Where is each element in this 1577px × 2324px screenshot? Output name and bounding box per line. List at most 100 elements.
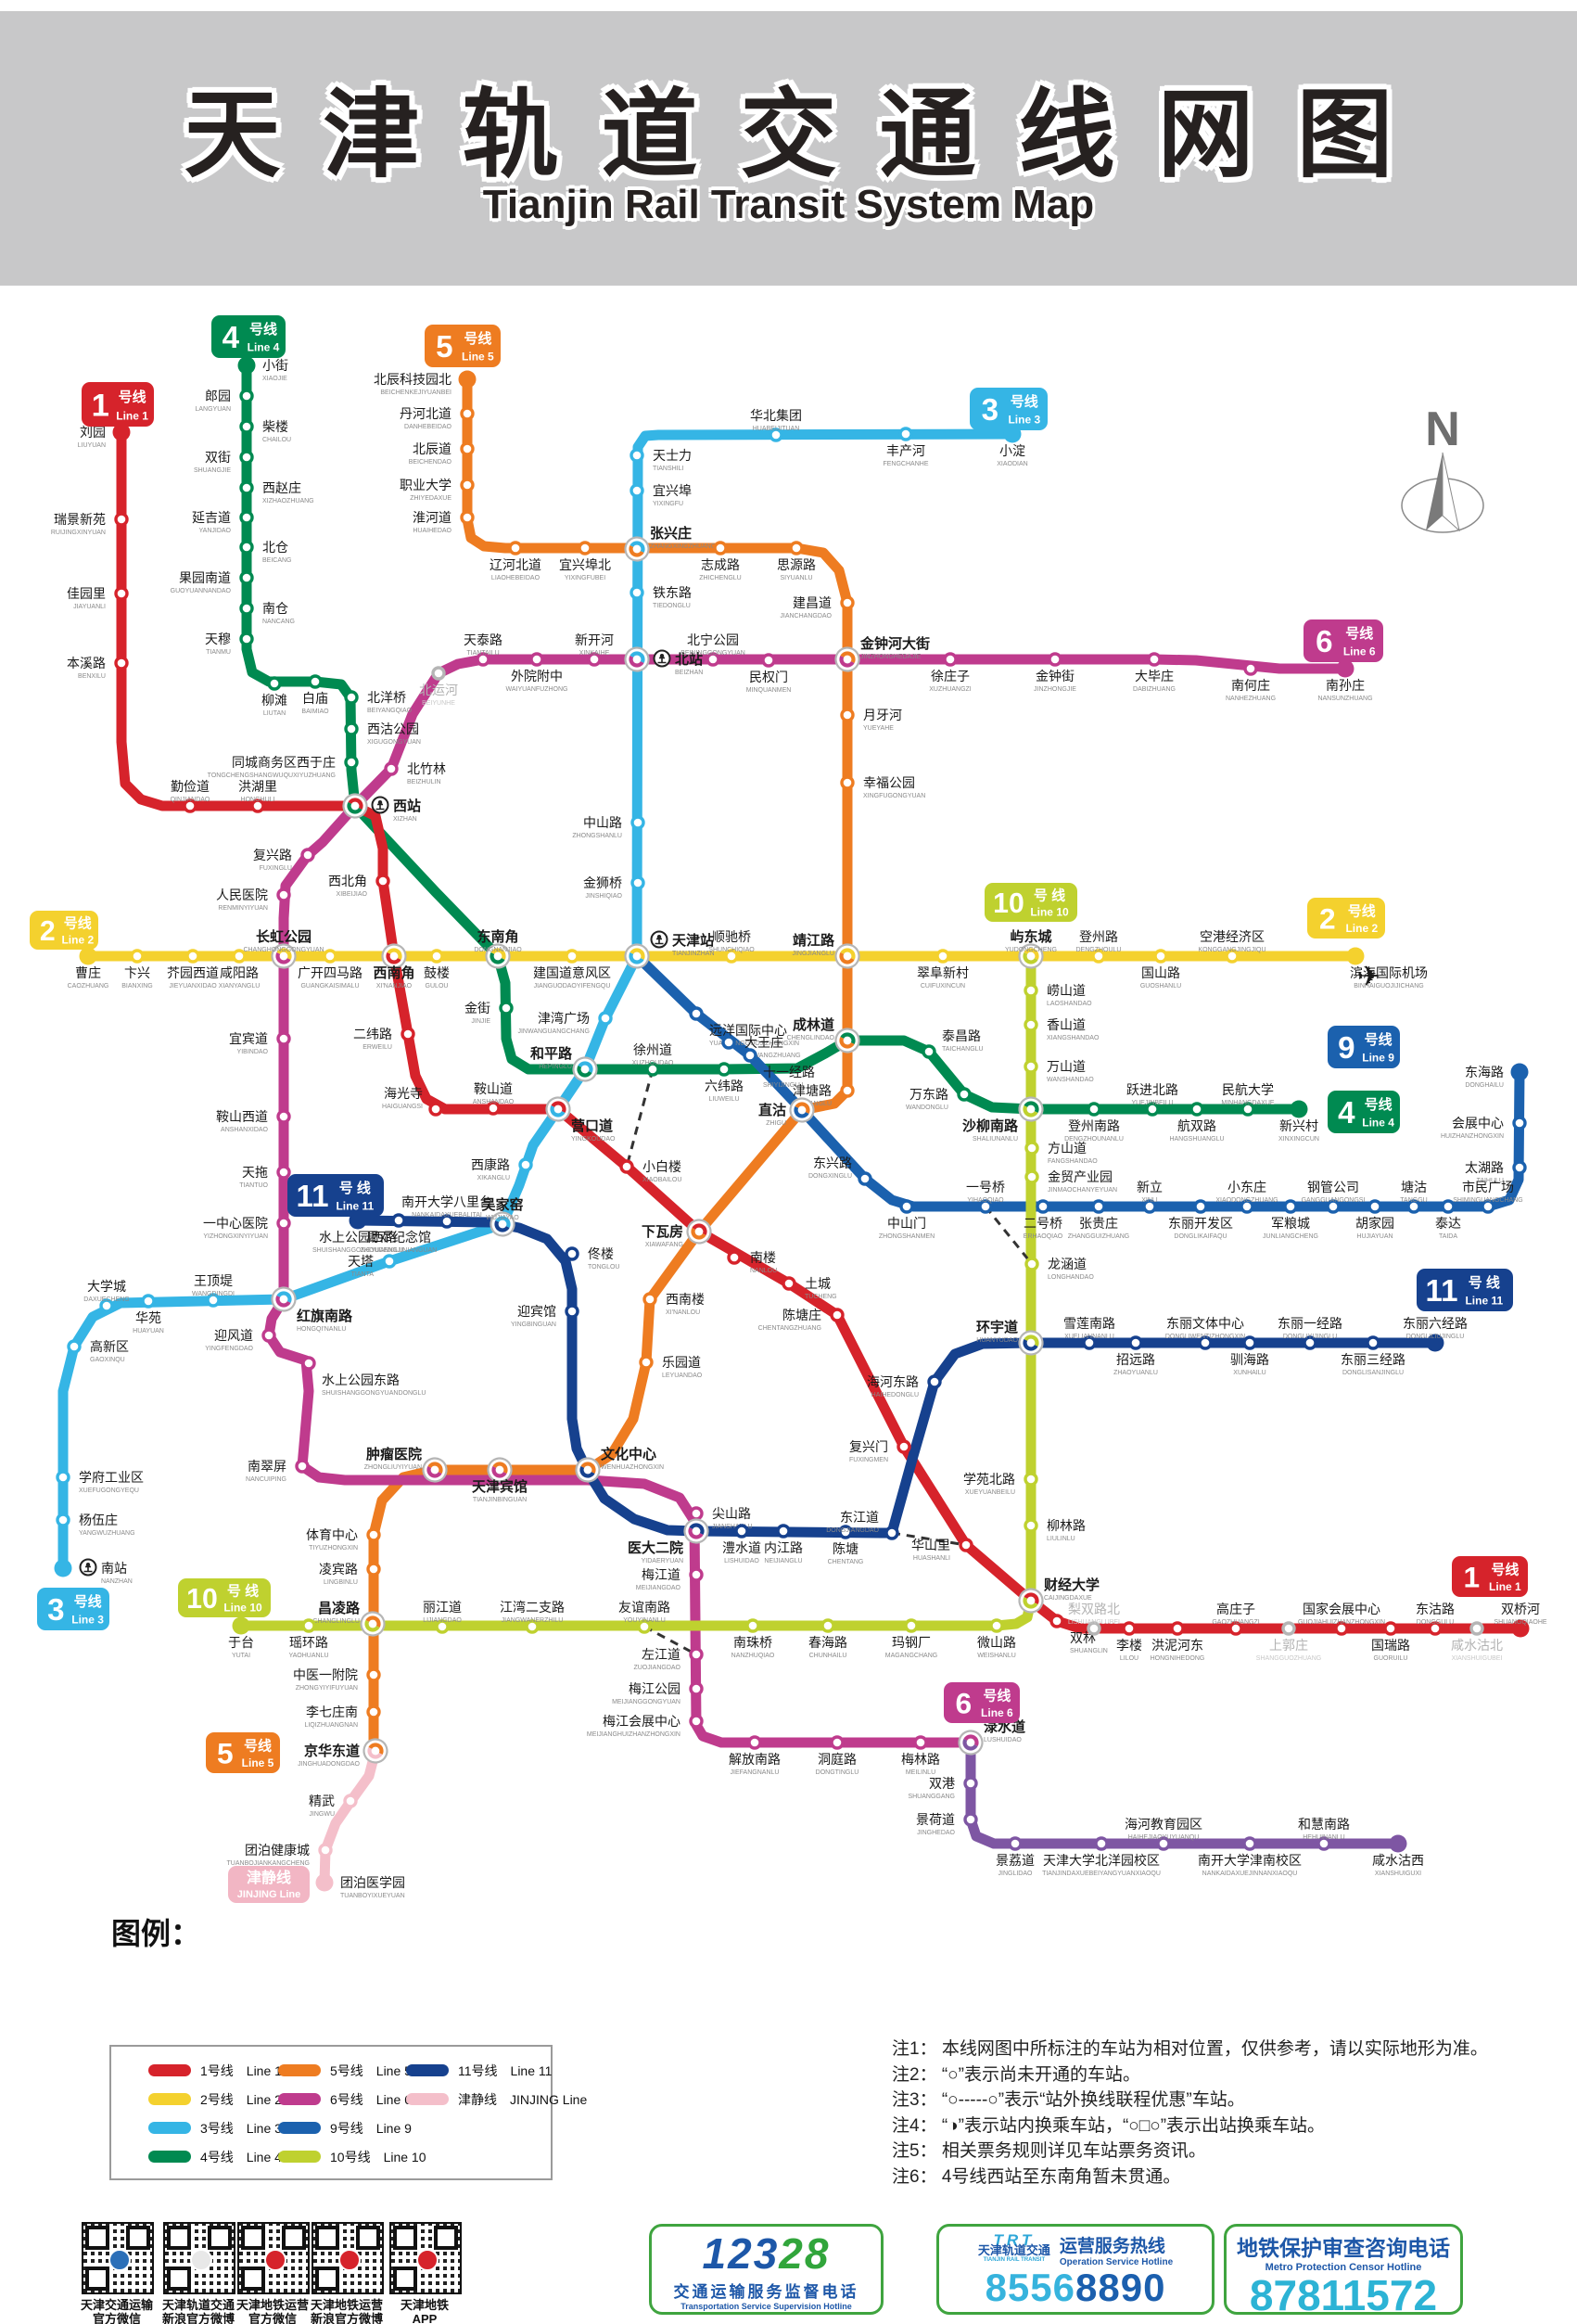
station-label: 沙柳南路 xyxy=(962,1117,1019,1134)
svg-text:LINGBINLU: LINGBINLU xyxy=(324,1579,358,1586)
station-label: 徐庄子 xyxy=(931,669,970,683)
station-label: 北竹林 xyxy=(407,761,446,776)
svg-text:HEHUINANLU: HEHUINANLU xyxy=(1303,1834,1345,1841)
svg-text:BINHAIGUOJIJICHANG: BINHAIGUOJIJICHANG xyxy=(1354,983,1423,990)
svg-text:JINJING Line: JINJING Line xyxy=(237,1889,300,1900)
operation-hotline-number: 85568890 xyxy=(985,2266,1166,2309)
svg-text:YINGFENGDAO: YINGFENGDAO xyxy=(205,1346,253,1352)
svg-text:XIKANGLU: XIKANGLU xyxy=(477,1175,510,1181)
svg-text:ZHIYEDAXUE: ZHIYEDAXUE xyxy=(410,495,451,502)
svg-text:CHANGHONGGONGYUAN: CHANGHONGGONGYUAN xyxy=(243,947,324,953)
svg-text:XUZHUANGZI: XUZHUANGZI xyxy=(929,686,972,693)
station-label: 双林 xyxy=(1070,1630,1096,1645)
station-label: 西沽公园 xyxy=(367,721,419,736)
station-label: 二纬路 xyxy=(353,1027,392,1041)
out-of-station-link xyxy=(643,1625,697,1656)
station-label: 宜宾道 xyxy=(229,1031,268,1046)
station-label: 环宇道 xyxy=(976,1319,1018,1335)
svg-text:YUEYAHE: YUEYAHE xyxy=(863,725,894,732)
svg-text:CHENTANGZHUANG: CHENTANGZHUANG xyxy=(758,1325,821,1332)
station-label: 金贸产业园 xyxy=(1048,1169,1113,1184)
station-label: 迎风道 xyxy=(214,1328,253,1343)
svg-text:YUTAI: YUTAI xyxy=(232,1653,250,1659)
station-label: 精武 xyxy=(309,1794,335,1808)
station-label: 大王庄 xyxy=(744,1035,783,1050)
station-label: 高新区 xyxy=(90,1339,129,1354)
svg-text:DABIZHUANG: DABIZHUANG xyxy=(1133,686,1176,693)
note-line: 注1： 本线网图中所标注的车站为相对位置，仅供参考，请以实际地形为准。 xyxy=(892,2039,1488,2059)
svg-text:XIANSHUIGUBEI: XIANSHUIGUBEI xyxy=(1452,1655,1503,1662)
svg-text:LIUWEILU: LIUWEILU xyxy=(708,1096,739,1103)
svg-text:XIGUGONGYUAN: XIGUGONGYUAN xyxy=(367,739,421,746)
station-label: 咸水沽北 xyxy=(1451,1638,1503,1653)
station-label: 远洋国际中心 xyxy=(709,1023,787,1038)
hotline-12328-zh: 交通运输服务监督电话 xyxy=(673,2283,859,2301)
legend-label: 4号线 Line 4 xyxy=(200,2149,282,2164)
svg-text:DONGXINGLU: DONGXINGLU xyxy=(808,1173,852,1180)
svg-text:号线: 号线 xyxy=(983,1687,1011,1704)
svg-text:WANGDINGDI: WANGDINGDI xyxy=(192,1291,235,1297)
station-label: 一号桥 xyxy=(966,1180,1005,1194)
svg-text:DONGLIKAIFAQU: DONGLIKAIFAQU xyxy=(1174,1233,1227,1240)
station-label: 小东庄 xyxy=(1227,1180,1266,1194)
svg-text:SHANGGUOZHUANG: SHANGGUOZHUANG xyxy=(1256,1655,1321,1662)
station-label: 大学城 xyxy=(87,1279,126,1294)
svg-text:Line 5: Line 5 xyxy=(242,1756,274,1769)
svg-text:YINGKOUDAO: YINGKOUDAO xyxy=(571,1136,616,1143)
svg-text:HONGNIHEDONG: HONGNIHEDONG xyxy=(1151,1655,1205,1662)
svg-text:BEIZHULIN: BEIZHULIN xyxy=(407,779,441,785)
svg-text:RENMINYIYUAN: RENMINYIYUAN xyxy=(218,905,268,912)
station-label: 天士力 xyxy=(653,448,692,463)
station-label: 二号桥 xyxy=(1024,1216,1062,1231)
svg-text:DONGLIWENTIZHONGXIN: DONGLIWENTIZHONGXIN xyxy=(1165,1334,1245,1340)
svg-text:NANCUIPING: NANCUIPING xyxy=(246,1476,286,1483)
station-label: 陈塘庄 xyxy=(782,1308,821,1322)
svg-text:ANSHANXIDAO: ANSHANXIDAO xyxy=(221,1127,269,1133)
svg-text:CHANGLINGLU: CHANGLINGLU xyxy=(312,1618,360,1625)
qr-code xyxy=(163,2222,235,2294)
svg-text:DANHEBEIDAO: DANHEBEIDAO xyxy=(404,424,452,430)
legend-item-line-2: 2号线 Line 2 xyxy=(148,2085,282,2113)
svg-text:Line 9: Line 9 xyxy=(1362,1052,1394,1065)
svg-text:DAWANGZHUANG: DAWANGZHUANG xyxy=(744,1053,801,1059)
station-label: 一中心医院 xyxy=(203,1216,268,1231)
svg-text:ERWEILU: ERWEILU xyxy=(362,1044,392,1051)
svg-text:JINMAOCHANYEYUAN: JINMAOCHANYEYUAN xyxy=(1048,1187,1117,1194)
svg-text:YIXINGFUBEI: YIXINGFUBEI xyxy=(565,575,605,581)
svg-text:ZHANGGUIZHUANG: ZHANGGUIZHUANG xyxy=(1068,1233,1130,1240)
page-title: 天津轨道交通线网图 xyxy=(184,82,1436,189)
station-label: 西站 xyxy=(393,798,421,814)
